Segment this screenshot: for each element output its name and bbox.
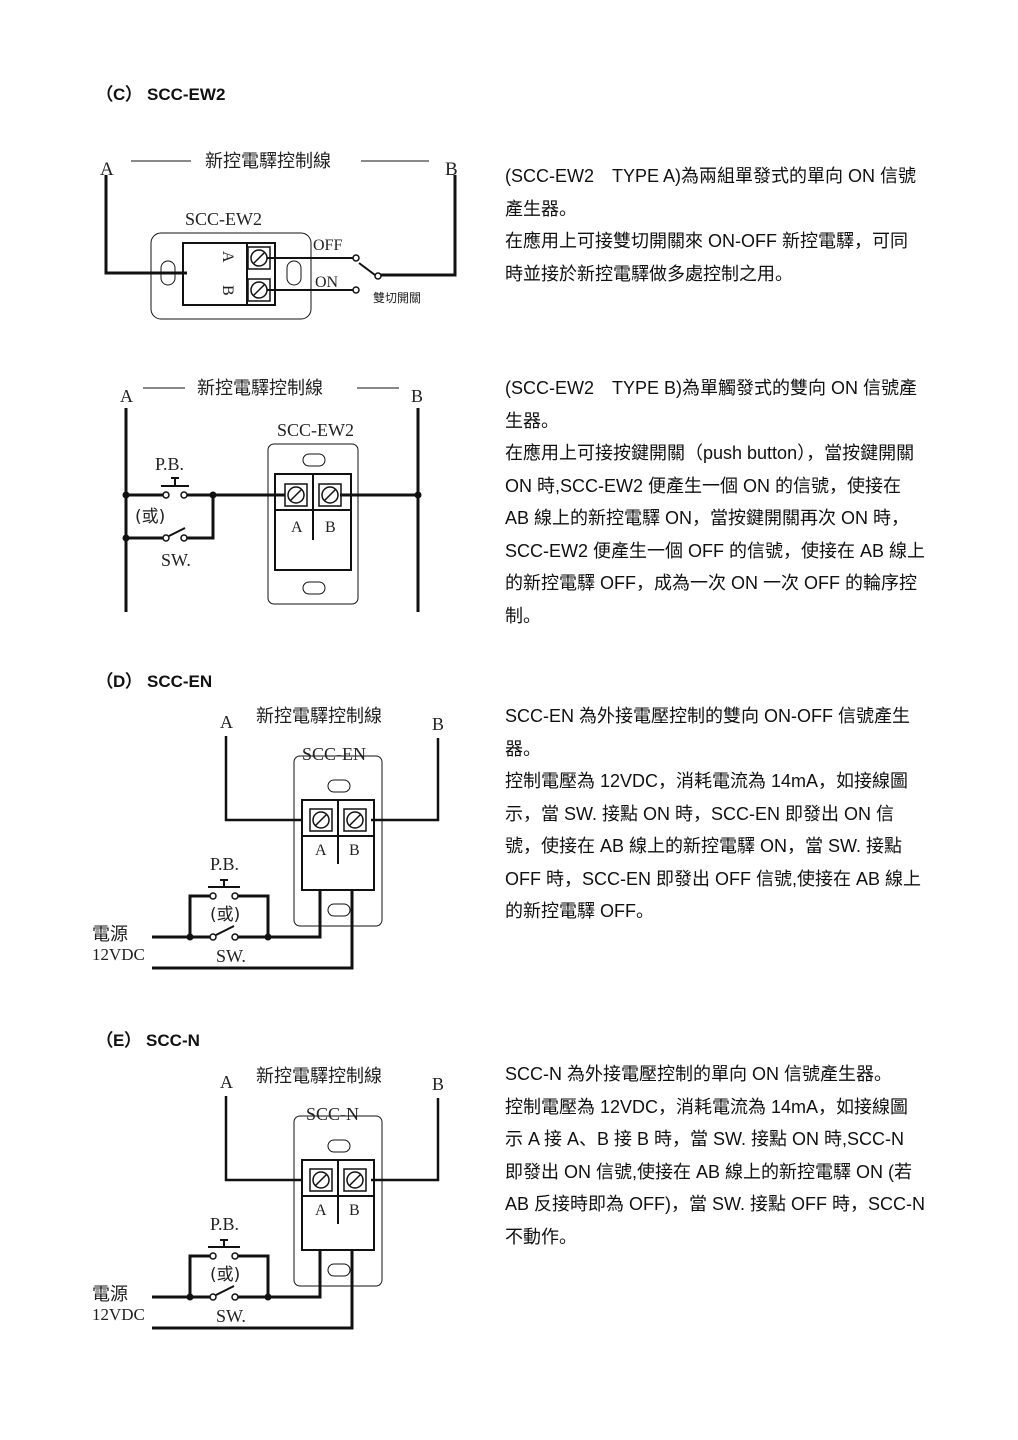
paragraph: SCC-EN 為外接電壓控制的雙向 ON-OFF 信號產生器。 (505, 706, 910, 759)
description-scc-en: SCC-EN 為外接電壓控制的雙向 ON-OFF 信號產生器。 控制電壓為 12… (505, 700, 925, 928)
or-label: (或) (135, 507, 165, 527)
terminal-b-label: B (349, 1202, 360, 1219)
paragraph: 控制電壓為 12VDC，消耗電流為 14mA，如接線圖示 A 接 A、B 接 B… (505, 1096, 925, 1247)
label-b: B (411, 386, 423, 406)
terminal-a-label: A (315, 842, 327, 859)
paragraph: 在應用上可接雙切開關來 ON-OFF 新控電驛，可同時並接於新控電驛做多處控制之… (505, 231, 908, 284)
label-b: B (445, 159, 458, 180)
off-label: OFF (313, 237, 342, 254)
paragraph: SCC-N 為外接電壓控制的單向 ON 信號產生器。 (505, 1064, 892, 1084)
section-heading-c: （C） SCC-EW2 (96, 85, 226, 104)
or-label: (或) (210, 1265, 240, 1285)
switch-label: SW. (161, 550, 191, 570)
description-scc-ew2-type-b: (SCC-EW2 TYPE B)為單觸發式的雙向 ON 信號產生器。 在應用上可… (505, 372, 925, 632)
on-label: ON (315, 274, 339, 291)
description-scc-ew2-type-a: (SCC-EW2 TYPE A)為兩組單發式的單向 ON 信號產生器。 在應用上… (505, 160, 925, 290)
control-line-title: 新控電驛控制線 (197, 378, 323, 399)
control-line-title: 新控電驛控制線 (256, 706, 382, 727)
terminal-b-label: B (325, 519, 336, 536)
power-label: 電源 (92, 1284, 128, 1305)
paragraph: (SCC-EW2 TYPE B)為單觸發式的雙向 ON 信號產生器。 (505, 378, 918, 431)
terminal-b-label: B (219, 285, 236, 296)
terminal-a-label: A (315, 1202, 327, 1219)
label-a: A (100, 159, 114, 180)
label-b: B (432, 1074, 444, 1094)
two-way-switch-label: 雙切開關 (373, 291, 421, 305)
diagram-scc-ew2-type-b: A B 新控電驛控制線 SCC-EW2 P.B. (或) SW. A B (120, 378, 423, 612)
section-heading-e: （E） SCC-N (96, 1031, 200, 1050)
label-a: A (220, 1072, 233, 1092)
device-name: SCC-EN (302, 744, 366, 764)
power-label: 電源 (92, 924, 128, 945)
device-name: SCC-N (306, 1104, 359, 1124)
switch-label: SW. (216, 1306, 246, 1326)
label-b: B (432, 714, 444, 734)
diagram-scc-n: A B 新控電驛控制線 SCC-N A B P.B. (或) SW. 電源 12… (92, 1066, 444, 1330)
terminal-b-label: B (349, 842, 360, 859)
label-a: A (120, 386, 133, 406)
voltage-label: 12VDC (92, 945, 145, 964)
section-heading-d: （D） SCC-EN (96, 672, 213, 691)
push-button-label: P.B. (155, 454, 184, 474)
or-label: (或) (210, 905, 240, 925)
paragraph: 在應用上可接按鍵開關（push button），當按鍵開關 ON 時,SCC-E… (505, 443, 926, 626)
paragraph: (SCC-EW2 TYPE A)為兩組單發式的單向 ON 信號產生器。 (505, 166, 917, 219)
device-name: SCC-EW2 (185, 209, 262, 229)
description-scc-n: SCC-N 為外接電壓控制的單向 ON 信號產生器。 控制電壓為 12VDC，消… (505, 1058, 925, 1253)
control-line-title: 新控電驛控制線 (205, 151, 331, 172)
push-button-label: P.B. (210, 1214, 239, 1234)
terminal-a-label: A (219, 251, 236, 263)
label-a: A (220, 712, 233, 732)
diagram-scc-en: A B 新控電驛控制線 SCC-EN A B P.B. (或) SW. 電源 1… (92, 706, 444, 970)
device-name: SCC-EW2 (277, 420, 354, 440)
control-line-title: 新控電驛控制線 (256, 1066, 382, 1087)
terminal-a-label: A (291, 519, 303, 536)
voltage-label: 12VDC (92, 1305, 145, 1324)
diagram-scc-ew2-type-a: A B 新控電驛控制線 SCC-EW2 A B OFF ON 雙切開關 (100, 151, 458, 320)
paragraph: 控制電壓為 12VDC，消耗電流為 14mA，如接線圖示，當 SW. 接點 ON… (505, 771, 922, 921)
push-button-label: P.B. (210, 854, 239, 874)
switch-label: SW. (216, 946, 246, 966)
